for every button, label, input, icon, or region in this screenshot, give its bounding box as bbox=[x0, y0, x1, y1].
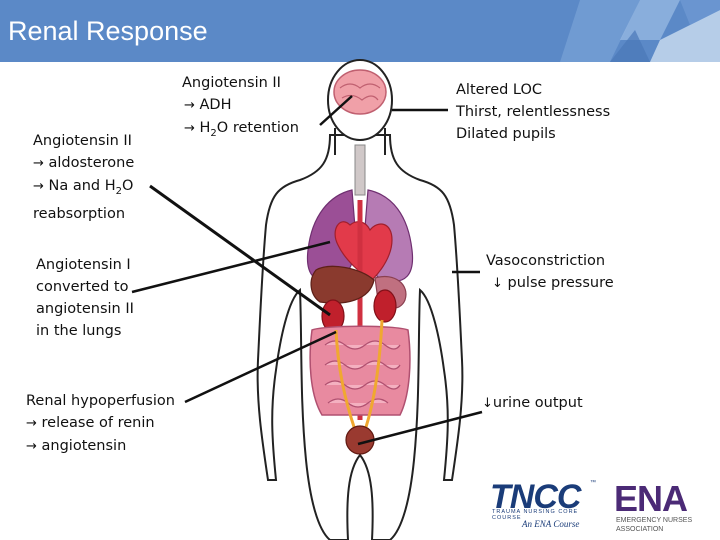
left-ureter bbox=[334, 329, 357, 431]
header-bar: Renal Response bbox=[0, 0, 720, 62]
right-arrow-icon: → bbox=[184, 98, 195, 113]
label-left-mid: Angiotensin I converted to angiotensin I… bbox=[36, 257, 134, 339]
trachea bbox=[354, 144, 366, 196]
liver bbox=[310, 265, 375, 304]
header-decoration bbox=[560, 0, 720, 62]
right-arrow-icon: → bbox=[33, 179, 44, 194]
right-arrow-icon: → bbox=[26, 416, 37, 431]
pointer-right-bottom bbox=[357, 410, 483, 446]
label-top-center: Angiotensin II → ADH → H2O retention bbox=[182, 75, 299, 139]
pointer-left-top bbox=[149, 184, 331, 317]
label-left-bottom: Renal hypoperfusion → release of renin →… bbox=[26, 393, 175, 454]
brain bbox=[333, 69, 387, 115]
small-intestine bbox=[324, 340, 401, 408]
right-arrow-icon: → bbox=[184, 121, 195, 136]
body-outline bbox=[256, 134, 464, 540]
down-arrow-icon: ↓ bbox=[492, 276, 503, 291]
pointer-left-bottom bbox=[184, 330, 337, 404]
ena-logo: ENA EMERGENCY NURSES ASSOCIATION bbox=[614, 478, 693, 533]
heart bbox=[334, 221, 393, 281]
right-kidney bbox=[373, 289, 397, 323]
slide-title: Renal Response bbox=[8, 16, 208, 46]
pointer-top-center bbox=[319, 95, 353, 126]
right-ureter bbox=[363, 319, 384, 431]
down-arrow-icon: ↓ bbox=[482, 396, 493, 411]
label-left-top: Angiotensin II → aldosterone → Na and H2… bbox=[33, 133, 135, 222]
right-arrow-icon: → bbox=[33, 156, 44, 171]
label-right-top: Altered LOC Thirst, relentlessness Dilat… bbox=[456, 82, 611, 142]
label-right-bottom: ↓urine output bbox=[482, 395, 583, 411]
label-right-mid: Vasoconstriction ↓ pulse pressure bbox=[486, 253, 614, 291]
neck-outline bbox=[334, 128, 386, 155]
pointer-left-mid bbox=[131, 240, 331, 294]
large-intestine bbox=[309, 325, 411, 416]
right-arrow-icon: → bbox=[26, 439, 37, 454]
tncc-logo: TNCC ™ TRAUMA NURSING CORE COURSE An ENA… bbox=[490, 478, 596, 529]
